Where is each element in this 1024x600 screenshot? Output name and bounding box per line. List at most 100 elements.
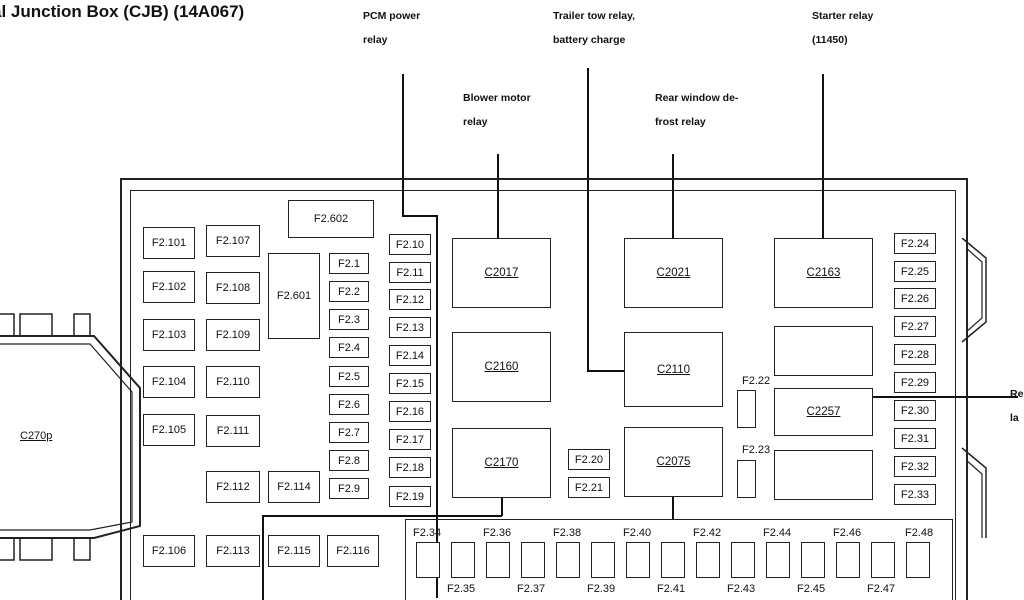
fuse-f2-28: F2.28	[894, 344, 936, 365]
fuse-f2-39	[591, 542, 615, 578]
fuse-f2-10: F2.10	[389, 234, 431, 255]
relay-c2160: C2160	[452, 332, 551, 402]
fuse-f2-26: F2.26	[894, 288, 936, 309]
fuse-f2-108: F2.108	[206, 272, 260, 304]
fuse-f2-9: F2.9	[329, 478, 369, 499]
right-mount-tabs	[961, 238, 987, 538]
diagram-title: al Junction Box (CJB) (14A067)	[0, 2, 245, 21]
fuse-f2-16: F2.16	[389, 401, 431, 422]
fuse-f2-33: F2.33	[894, 484, 936, 505]
junction-box-inner-frame	[130, 190, 956, 600]
fuse-f2-22	[737, 390, 756, 428]
starter-relay-label: Starter relay (11450)	[812, 10, 874, 46]
fuse-f2-12: F2.12	[389, 289, 431, 310]
fuse-f2-38	[556, 542, 580, 578]
fuse-f2-45	[801, 542, 825, 578]
fuse-f2-8: F2.8	[329, 450, 369, 471]
fuse-f2-1: F2.1	[329, 253, 369, 274]
blower-leader-line	[497, 154, 499, 238]
pcm-leader-line	[436, 215, 438, 598]
fuse-f2-107: F2.107	[206, 225, 260, 257]
fuse-f2-18: F2.18	[389, 457, 431, 478]
junction-box-outer-frame	[120, 178, 968, 600]
c2257-label: C2257	[806, 406, 841, 418]
fuse-f2-34	[416, 542, 440, 578]
fuse-f2-116: F2.116	[327, 535, 379, 567]
fuse-f2-24: F2.24	[894, 233, 936, 254]
fuse-f2-41	[661, 542, 685, 578]
relay-c2110: C2110	[624, 332, 723, 407]
relay-c2257: C2257	[774, 388, 873, 436]
fuse-f2-44-label: F2.44	[763, 527, 792, 539]
fuse-f2-114: F2.114	[268, 471, 320, 503]
fuse-f2-6: F2.6	[329, 394, 369, 415]
fuse-f2-102: F2.102	[143, 271, 195, 303]
starter-leader-line	[822, 74, 824, 238]
fuse-f2-109: F2.109	[206, 319, 260, 351]
fuse-f2-21: F2.21	[568, 477, 610, 498]
relay-c2163: C2163	[774, 238, 873, 308]
fuse-f2-45-label: F2.45	[797, 583, 826, 595]
c2170-leader-line	[262, 515, 264, 600]
fuse-f2-36	[486, 542, 510, 578]
defrost-leader-line	[672, 154, 674, 238]
blower-motor-relay-label: Blower motor relay	[463, 92, 531, 128]
fuse-f2-31: F2.31	[894, 428, 936, 449]
relay-c2017: C2017	[452, 238, 551, 308]
fuse-f2-37	[521, 542, 545, 578]
fuse-f2-105: F2.105	[143, 414, 195, 446]
pcm-power-relay-label: PCM power relay	[363, 10, 421, 46]
c2075-label: C2075	[656, 456, 691, 468]
fuse-f2-35-label: F2.35	[447, 583, 476, 595]
fuse-f2-47-label: F2.47	[867, 583, 896, 595]
fuse-f2-30: F2.30	[894, 400, 936, 421]
fuse-f2-27: F2.27	[894, 316, 936, 337]
fuse-f2-23-label: F2.23	[742, 444, 771, 456]
c2170-label: C2170	[484, 457, 519, 469]
fuse-f2-2: F2.2	[329, 281, 369, 302]
c2021-label: C2021	[656, 267, 691, 279]
relay-blank-upper	[774, 326, 873, 376]
fuse-f2-602: F2.602	[288, 200, 374, 238]
fuse-f2-113: F2.113	[206, 535, 260, 567]
fuse-f2-601: F2.601	[268, 253, 320, 339]
fuse-f2-46	[836, 542, 860, 578]
fuse-f2-39-label: F2.39	[587, 583, 616, 595]
fuse-f2-17: F2.17	[389, 429, 431, 450]
fuse-f2-40	[626, 542, 650, 578]
right-edge-relay-label: Re la	[1010, 388, 1024, 424]
fuse-f2-32: F2.32	[894, 456, 936, 477]
trailer-tow-relay-label: Trailer tow relay, battery charge	[553, 10, 636, 46]
pcm-leader-line	[402, 74, 404, 216]
fuse-f2-46-label: F2.46	[833, 527, 862, 539]
fuse-f2-41-label: F2.41	[657, 583, 686, 595]
fuse-f2-15: F2.15	[389, 373, 431, 394]
fuse-f2-110: F2.110	[206, 366, 260, 398]
fuse-f2-3: F2.3	[329, 309, 369, 330]
fuse-f2-101: F2.101	[143, 227, 195, 259]
trailer-leader-line	[587, 370, 625, 372]
pcm-leader-line	[402, 215, 438, 217]
fuse-f2-111: F2.111	[206, 415, 260, 447]
right-edge-leader-line	[872, 396, 1018, 398]
fuse-f2-4: F2.4	[329, 337, 369, 358]
fuse-f2-48-label: F2.48	[905, 527, 934, 539]
fuse-f2-7: F2.7	[329, 422, 369, 443]
fuse-f2-34-label: F2.34	[413, 527, 442, 539]
fuse-f2-35	[451, 542, 475, 578]
fuse-f2-112: F2.112	[206, 471, 260, 503]
fuse-f2-42	[696, 542, 720, 578]
trailer-leader-line	[587, 68, 589, 371]
fuse-f2-44	[766, 542, 790, 578]
fuse-f2-25: F2.25	[894, 261, 936, 282]
fuse-f2-42-label: F2.42	[693, 527, 722, 539]
fuse-f2-29: F2.29	[894, 372, 936, 393]
c2170-leader-line	[262, 515, 502, 517]
c2163-label: C2163	[806, 267, 841, 279]
c2017-label: C2017	[484, 267, 519, 279]
fuse-f2-5: F2.5	[329, 366, 369, 387]
fuse-f2-104: F2.104	[143, 366, 195, 398]
fuse-f2-43-label: F2.43	[727, 583, 756, 595]
fuse-f2-48	[906, 542, 930, 578]
